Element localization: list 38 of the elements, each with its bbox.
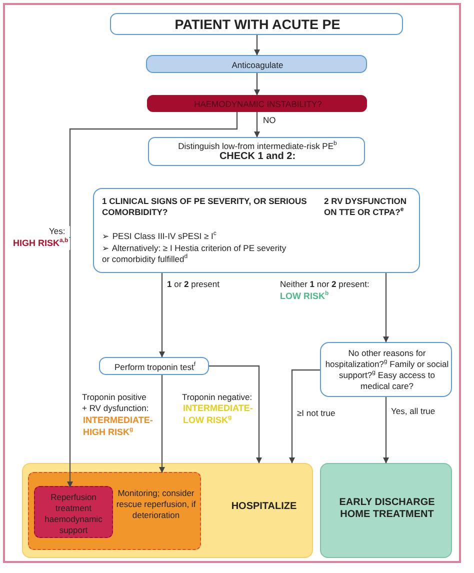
box-text: Monitoring; consider rescue reperfusion, if deterioration: [116, 488, 196, 522]
outcome-panel: [320, 463, 452, 558]
outcome-label: EARLY DISCHARGE HOME TREATMENT: [338, 497, 436, 520]
box-text: Perform troponin test$^{f}$: [113, 360, 197, 374]
decision-box: [320, 342, 452, 397]
process-box: [146, 55, 367, 73]
risk-label: HIGH RISK$^{a,b}$: [12, 238, 70, 250]
box-text: HAEMODYNAMIC INSTABILITY?: [193, 98, 323, 111]
arrow: [254, 112, 260, 138]
box-text: Distinguish low-from intermediate-risk PE$^{b}$: [177, 141, 338, 152]
start-box: [110, 13, 403, 35]
outcome-label: HOSPITALIZE: [230, 501, 298, 514]
criteria-box: [93, 188, 420, 273]
box-text: Anticoagulate: [230, 59, 284, 72]
arrow: [159, 375, 165, 473]
arrow: [254, 73, 260, 96]
outcome-panel: [34, 486, 113, 538]
criteria-text: 2 RV DYSFUNCTION ON TTE OR CTPA?$^{e}$: [324, 196, 408, 218]
process-box: [99, 357, 209, 375]
box-text: Reperfusion treatment haemodynamic support: [44, 492, 104, 536]
arrow: [254, 35, 260, 56]
arrow: [67, 112, 238, 488]
arrow: [289, 369, 320, 464]
arrow: [159, 273, 165, 358]
criteria-text: 1 CLINICAL SIGNS OF PE SEVERITY, OR SERIOUS COMORBIDITY?: [102, 196, 307, 218]
box-title: PATIENT WITH ACUTE PE: [174, 16, 342, 34]
criteria-text: ➢ PESI Class III-IV sPESI ≥ I$^{c}$: [102, 231, 218, 242]
criteria-text: ➢ Alternatively: ≥ I Hestia criterion of PE severity or comorbidity fulfilled$^{d}$: [102, 243, 287, 264]
process-box: [148, 137, 365, 166]
box-heading: CHECK 1 and 2:: [218, 151, 297, 164]
outcome-panel: [22, 463, 313, 558]
arrow: [383, 273, 389, 342]
outcome-panel: [28, 472, 201, 550]
box-text: No other reasons for hospitalization?$^{g}$ Family or social support?$^{g}$ Easy access to medical care?: [325, 348, 449, 392]
arrow: [209, 365, 262, 464]
decision-box: [147, 95, 367, 112]
edge-label: Yes:: [48, 226, 70, 238]
arrow: [383, 397, 389, 464]
